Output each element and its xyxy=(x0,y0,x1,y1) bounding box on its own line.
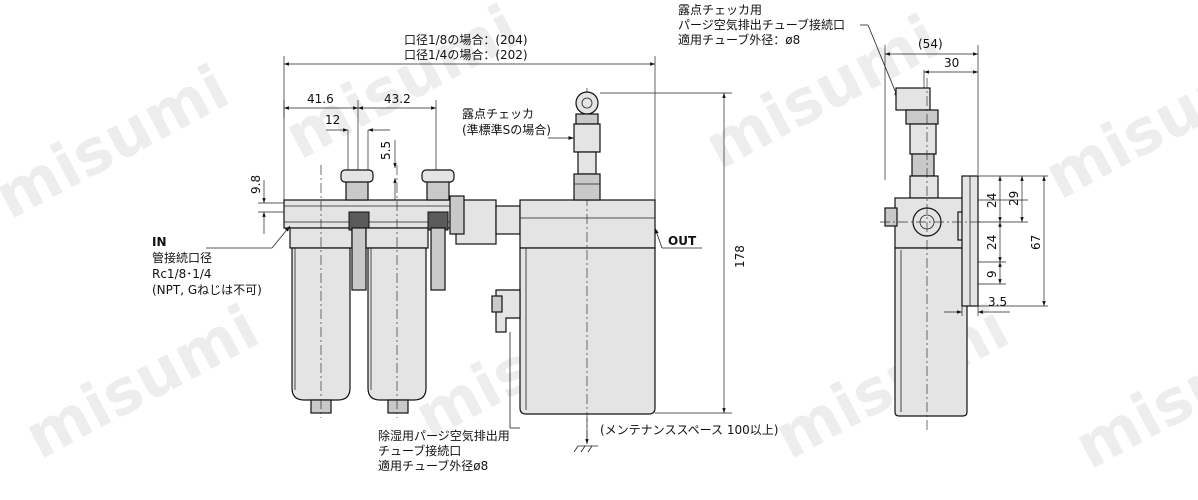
manifold-header xyxy=(283,199,457,229)
watermark-text: misumi xyxy=(1063,300,1198,483)
side-purge-note-2: パージ空気排出チューブ接続口 xyxy=(678,17,845,32)
filter-unit-left xyxy=(289,165,374,418)
maintenance-note: (メンテナンススペース 100以上) xyxy=(600,423,778,437)
dim-5-5: 5.5 xyxy=(379,141,393,160)
filter-unit-right xyxy=(365,165,455,418)
mounting-bracket xyxy=(961,175,979,307)
checker-note-1: 露点チェッカ xyxy=(462,107,534,121)
watermark-text: misumi xyxy=(13,290,270,473)
front-view: 口径1/8の場合：(204) 口径1/4の場合：(202) 41.6 43.2 … xyxy=(152,32,778,473)
dim-overall-1: 口径1/8の場合：(204) xyxy=(404,32,528,47)
purge-note-1: 除湿用パージ空気排出用 xyxy=(378,428,510,443)
dim-3-5: 3.5 xyxy=(988,295,1007,309)
dim-9: 9 xyxy=(985,270,999,278)
dim-54: (54) xyxy=(918,37,943,51)
side-purge-note-3: 適用チューブ外径：ø8 xyxy=(678,32,800,47)
in-label: IN xyxy=(152,235,167,249)
dim-30: 30 xyxy=(944,56,959,70)
dim-29: 29 xyxy=(1007,191,1021,206)
watermark-text: misumi xyxy=(273,0,530,173)
in-note-3: (NPT, Gねじは不可) xyxy=(152,283,262,297)
side-purge-note-1: 露点チェッカ用 xyxy=(678,3,762,17)
dim-178: 178 xyxy=(733,245,747,268)
checker-fitting-side xyxy=(895,87,931,111)
checker-note-2: (準標準Sの場合) xyxy=(462,122,551,137)
dim-24b: 24 xyxy=(985,235,999,250)
dew-point-checker xyxy=(573,91,601,201)
dim-overall-2: 口径1/4の場合：(202) xyxy=(404,47,528,62)
dim-24a: 24 xyxy=(985,193,999,208)
purge-note-3: 適用チューブ外径ø8 xyxy=(378,458,488,473)
in-note-2: Rc1/8･1/4 xyxy=(152,267,212,281)
out-label: OUT xyxy=(668,234,697,248)
watermark-text: misumi xyxy=(0,50,240,233)
purge-note-2: チューブ接続口 xyxy=(378,443,461,458)
dim-9-8: 9.8 xyxy=(249,175,263,194)
dim-12: 12 xyxy=(325,113,340,127)
dim-pitch-1: 41.6 xyxy=(307,92,334,106)
watermark-text: misumi xyxy=(1033,30,1198,213)
purge-port-elbow xyxy=(491,289,521,333)
watermark-text: misumi xyxy=(763,290,1020,473)
dryer-unit xyxy=(519,88,656,440)
in-note-1: 管接続口径 xyxy=(152,250,212,265)
dim-67: 67 xyxy=(1029,235,1043,250)
dim-pitch-2: 43.2 xyxy=(384,92,411,106)
side-view: (54) 30 露点チェッカ用 パージ空気排出チューブ接続口 適用チューブ外径：… xyxy=(678,3,1048,430)
